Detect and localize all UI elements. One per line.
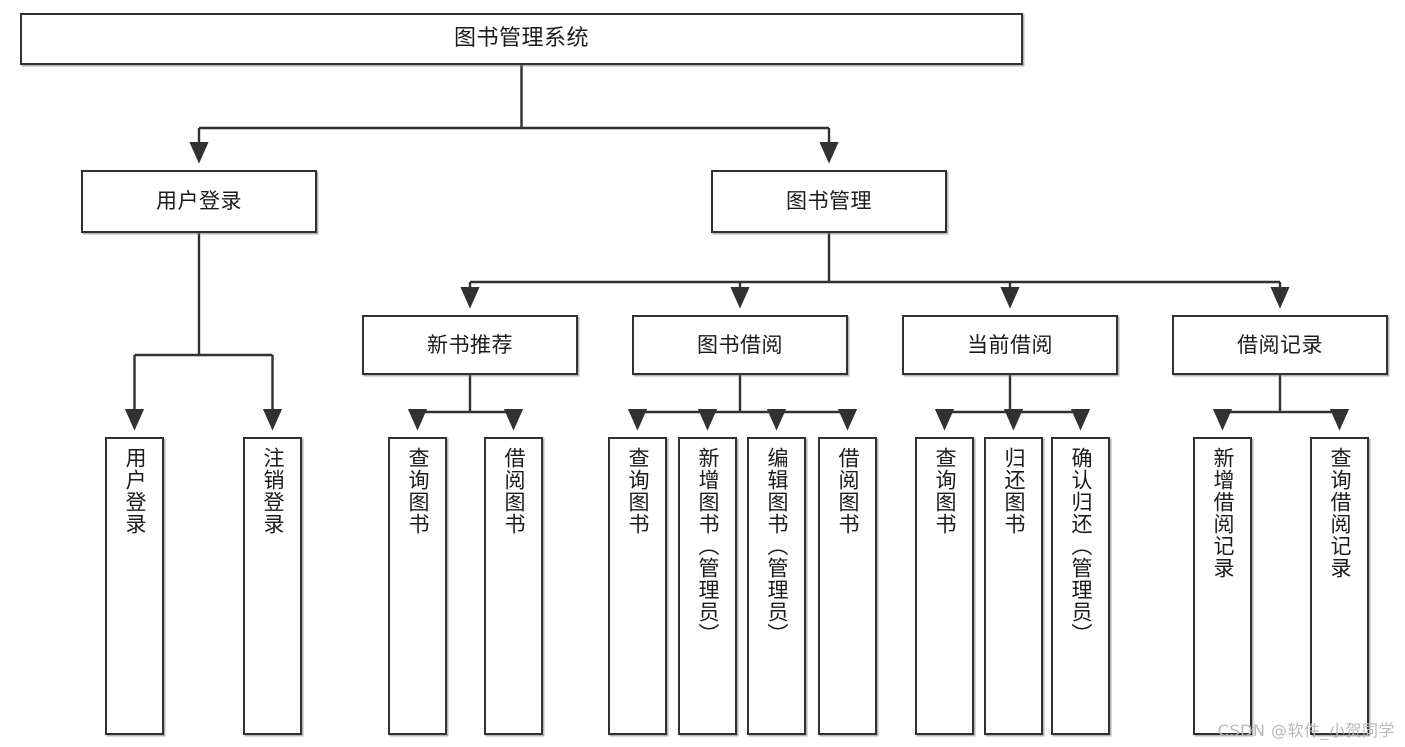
node-label: 查询图书 [626, 447, 651, 535]
node-leaf-cb-return[interactable]: 归还图书 [984, 437, 1043, 735]
node-leaf-nb-borrow[interactable]: 借阅图书 [484, 437, 543, 735]
node-leaf-bw-borrow[interactable]: 借阅图书 [818, 437, 877, 735]
node-label: 用户登录 [156, 189, 242, 214]
node-current[interactable]: 当前借阅 [902, 315, 1118, 375]
node-label: 查询图书 [933, 447, 958, 535]
node-label: 查询借阅记录 [1328, 447, 1353, 579]
node-leaf-rc-query[interactable]: 查询借阅记录 [1310, 437, 1369, 735]
node-borrow[interactable]: 图书借阅 [632, 315, 848, 375]
node-newbook[interactable]: 新书推荐 [362, 315, 578, 375]
node-root[interactable]: 图书管理系统 [20, 13, 1023, 65]
node-leaf-cb-confirm[interactable]: 确认归还（管理员） [1051, 437, 1110, 735]
node-bookmgmt[interactable]: 图书管理 [711, 170, 947, 233]
node-leaf-bw-add[interactable]: 新增图书（管理员） [678, 437, 737, 735]
node-label: 查询图书 [406, 447, 431, 535]
node-label: 图书管理系统 [453, 26, 589, 52]
node-leaf-cb-query[interactable]: 查询图书 [915, 437, 974, 735]
node-label: 借阅记录 [1237, 332, 1323, 357]
node-leaf-rc-add[interactable]: 新增借阅记录 [1193, 437, 1252, 735]
node-label: 借阅图书 [502, 447, 527, 535]
node-leaf-nb-query[interactable]: 查询图书 [388, 437, 447, 735]
node-label: 当前借阅 [967, 332, 1053, 357]
node-login[interactable]: 用户登录 [81, 170, 317, 233]
node-leaf-bw-query[interactable]: 查询图书 [608, 437, 667, 735]
node-label: 用户登录 [123, 447, 148, 535]
watermark-text: CSDN @软件_小贺同学 [1217, 721, 1395, 740]
node-label: 图书管理 [786, 189, 872, 214]
node-records[interactable]: 借阅记录 [1172, 315, 1388, 375]
node-label: 借阅图书 [836, 447, 861, 535]
node-leaf-bw-edit[interactable]: 编辑图书（管理员） [747, 437, 806, 735]
node-label: 编辑图书（管理员） [765, 447, 790, 645]
node-label: 注销登录 [261, 447, 286, 535]
node-label: 确认归还（管理员） [1069, 447, 1094, 645]
node-leaf-login[interactable]: 用户登录 [105, 437, 164, 735]
node-label: 新书推荐 [427, 332, 513, 357]
node-label: 新增借阅记录 [1211, 447, 1236, 579]
node-label: 图书借阅 [697, 332, 783, 357]
node-label: 新增图书（管理员） [696, 447, 721, 645]
node-leaf-logout[interactable]: 注销登录 [243, 437, 302, 735]
node-label: 归还图书 [1002, 447, 1027, 535]
